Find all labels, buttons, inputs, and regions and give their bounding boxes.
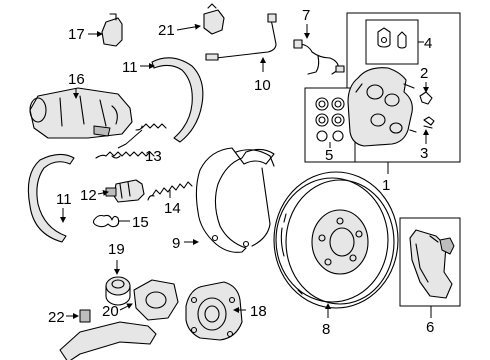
dust-shield-part [195, 147, 275, 253]
callout-19: 19 [108, 241, 125, 275]
wheel-bearing-part [105, 276, 131, 306]
callout-13: 13 [117, 129, 162, 165]
callout-17: 17 [68, 26, 103, 43]
callout-label: 11 [122, 59, 138, 76]
callout-label: 22 [48, 309, 65, 326]
callout-10: 10 [254, 57, 271, 94]
callout-21: 21 [158, 22, 201, 39]
callout-label: 8 [322, 321, 330, 338]
callout-9: 9 [172, 235, 199, 252]
callout-3: 3 [420, 129, 429, 162]
wheel-hub-part [185, 281, 243, 341]
parking-brake-actuator-part [29, 87, 133, 139]
callout-label: 7 [302, 7, 310, 24]
bleeder-screw-part [377, 27, 407, 49]
callout-label: 19 [108, 241, 125, 258]
callout-label: 11 [56, 191, 72, 208]
callout-18: 18 [233, 303, 267, 320]
callout-label: 9 [172, 235, 180, 252]
brake-caliper-part [347, 67, 417, 147]
callout-label: 15 [132, 214, 149, 231]
callout-1: 1 [382, 162, 390, 194]
callout-label: 10 [254, 77, 271, 94]
abs-sensor-part [101, 13, 123, 47]
callout-label: 6 [426, 319, 434, 336]
caliper-assembly-frame [304, 12, 461, 163]
parking-brake-shoe-upper-part [151, 57, 204, 143]
callout-2: 2 [420, 65, 429, 93]
callout-label: 12 [80, 187, 97, 204]
callout-7: 7 [302, 7, 310, 39]
callout-label: 14 [164, 200, 181, 217]
callout-11-upper: 11 [122, 59, 155, 76]
callout-label: 17 [68, 26, 85, 43]
callout-label: 4 [424, 35, 432, 52]
brake-rotor-part [273, 171, 399, 309]
callout-8: 8 [322, 303, 331, 338]
hold-down-spring-part [92, 214, 120, 228]
shoe-return-spring-part [95, 123, 167, 159]
piston-seal-kit-part [315, 97, 345, 142]
callout-5: 5 [325, 142, 333, 164]
callout-label: 2 [420, 65, 428, 82]
lower-bracket-part [59, 309, 157, 360]
callout-20: 20 [102, 303, 133, 320]
callout-11-lower: 11 [56, 191, 72, 223]
callout-label: 20 [102, 303, 119, 320]
callout-label: 21 [158, 22, 175, 39]
callout-16: 16 [68, 71, 85, 99]
callout-label: 18 [250, 303, 267, 320]
callout-label: 5 [325, 147, 333, 164]
callout-label: 3 [420, 145, 428, 162]
callout-label: 13 [145, 148, 162, 165]
brake-hose-part [205, 13, 277, 61]
callout-label: 16 [68, 71, 85, 88]
callout-4: 4 [418, 35, 432, 52]
speed-sensor-part [203, 3, 225, 35]
callout-6: 6 [426, 306, 434, 336]
callout-12: 12 [80, 187, 109, 204]
callout-22: 22 [48, 309, 79, 326]
callout-14: 14 [164, 190, 181, 217]
caliper-pin-clip-part [419, 91, 435, 129]
backing-plate-part [133, 279, 179, 321]
brake-pads-frame [399, 217, 461, 307]
wear-sensor-part [293, 39, 345, 75]
callout-label: 1 [382, 177, 390, 194]
parking-brake-adjuster-part [105, 179, 145, 203]
parking-brake-shoe-lower-part [27, 153, 75, 243]
adjuster-spring-part [147, 181, 193, 201]
callout-15: 15 [118, 214, 149, 231]
